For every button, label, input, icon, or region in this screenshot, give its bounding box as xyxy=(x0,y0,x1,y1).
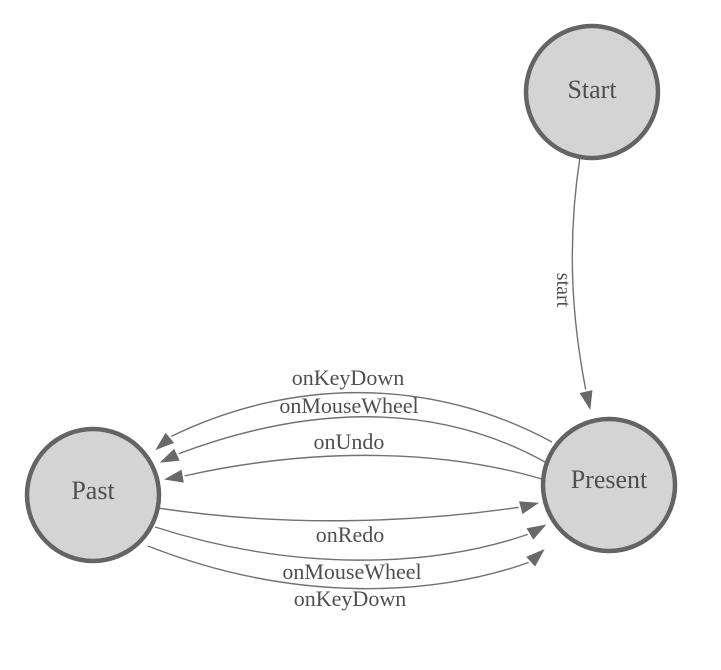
transition-edge-past-to-present-onredo xyxy=(157,506,522,522)
arrowhead-past-to-present-onkeydown xyxy=(522,544,550,571)
state-node-start-circle xyxy=(523,23,661,161)
arrowhead-present-to-past-onundo xyxy=(158,466,187,486)
arrowhead-present-to-past-onmousewheel xyxy=(154,445,183,466)
transition-edge-present-to-past-onkeydown xyxy=(169,391,553,443)
state-node-past[interactable]: Past xyxy=(24,426,162,564)
arrowhead-start-to-present xyxy=(576,387,595,416)
arrowhead-past-to-present-onredo xyxy=(516,499,545,518)
transition-label-onmousewheel-bottom: onMouseWheel xyxy=(282,559,421,584)
transition-label-onkeydown-top: onKeyDown xyxy=(292,365,404,390)
transition-edge-present-to-past-onundo xyxy=(183,454,543,480)
transition-labels: start onKeyDown onMouseWheel onUndo onRe… xyxy=(279,273,574,611)
state-node-past-circle xyxy=(24,426,162,564)
state-node-start-label: Start xyxy=(567,75,617,104)
state-node-present[interactable]: Present xyxy=(540,416,678,554)
arrowhead-past-to-present-onmousewheel xyxy=(523,521,552,544)
transition-label-onmousewheel-top: onMouseWheel xyxy=(279,393,418,418)
transition-edge-start-to-present xyxy=(571,156,587,392)
state-node-present-label: Present xyxy=(571,465,648,494)
transition-edge-present-to-past-onmousewheel xyxy=(177,416,546,463)
transition-edges xyxy=(147,156,595,590)
arrowhead-present-to-past-onkeydown xyxy=(150,429,178,454)
transition-label-onredo: onRedo xyxy=(316,522,384,547)
state-node-start[interactable]: Start xyxy=(523,23,661,161)
state-node-present-circle xyxy=(540,416,678,554)
transition-edge-past-to-present-onkeydown xyxy=(147,545,531,590)
transition-label-start: start xyxy=(552,273,574,308)
transition-edge-past-to-present-onmousewheel xyxy=(154,526,530,561)
transition-label-onkeydown-bottom: onKeyDown xyxy=(294,586,406,611)
state-node-past-label: Past xyxy=(71,476,115,505)
transition-label-onundo: onUndo xyxy=(314,429,385,454)
